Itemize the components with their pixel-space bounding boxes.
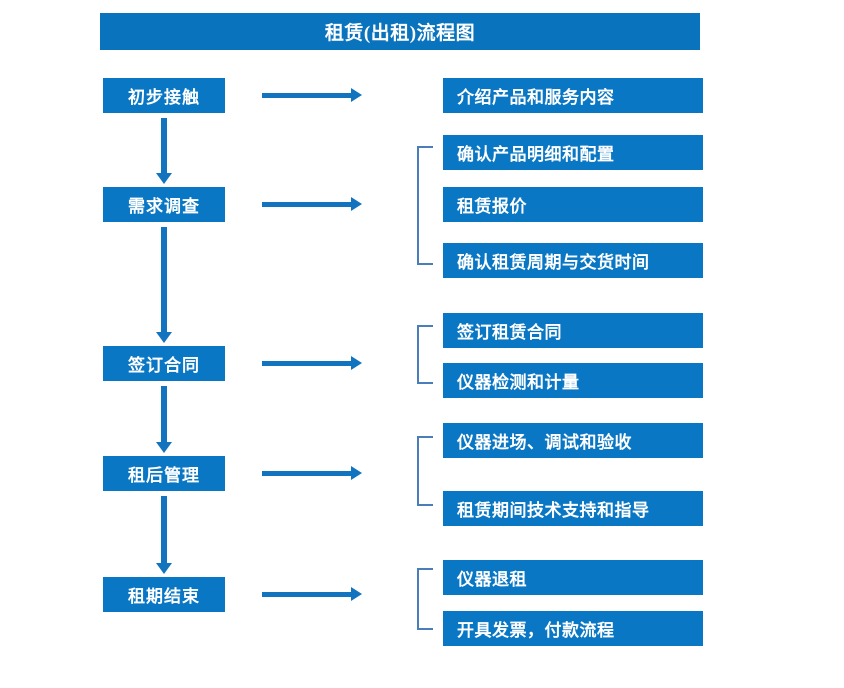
group-bracket-2 [417,146,433,265]
stage-box-5[interactable]: 租期结束 [103,577,225,612]
horizontal-arrow-3 [262,356,362,370]
detail-box-2[interactable]: 确认产品明细和配置 [443,135,703,170]
stage-box-4[interactable]: 租后管理 [103,456,225,491]
horizontal-arrow-4 [262,466,362,480]
detail-box-10[interactable]: 开具发票，付款流程 [443,611,703,646]
detail-box-6[interactable]: 仪器检测和计量 [443,363,703,398]
vertical-arrow-4 [156,496,172,574]
vertical-arrow-3 [156,386,172,453]
stage-box-1[interactable]: 初步接触 [103,78,225,113]
group-bracket-5 [417,568,433,630]
detail-box-1[interactable]: 介绍产品和服务内容 [443,78,703,113]
group-bracket-3 [417,325,433,384]
stage-box-2[interactable]: 需求调查 [103,187,225,222]
horizontal-arrow-5 [262,587,362,601]
horizontal-arrow-1 [262,88,362,102]
detail-box-8[interactable]: 租赁期间技术支持和指导 [443,491,703,526]
detail-box-5[interactable]: 签订租赁合同 [443,313,703,348]
group-bracket-4 [417,436,433,506]
vertical-arrow-1 [156,118,172,184]
detail-box-3[interactable]: 租赁报价 [443,187,703,222]
horizontal-arrow-2 [262,197,362,211]
page-title: 租赁(出租)流程图 [100,13,700,50]
detail-box-9[interactable]: 仪器退租 [443,560,703,595]
detail-box-7[interactable]: 仪器进场、调试和验收 [443,423,703,458]
vertical-arrow-2 [156,227,172,343]
stage-box-3[interactable]: 签订合同 [103,346,225,381]
detail-box-4[interactable]: 确认租赁周期与交货时间 [443,243,703,278]
